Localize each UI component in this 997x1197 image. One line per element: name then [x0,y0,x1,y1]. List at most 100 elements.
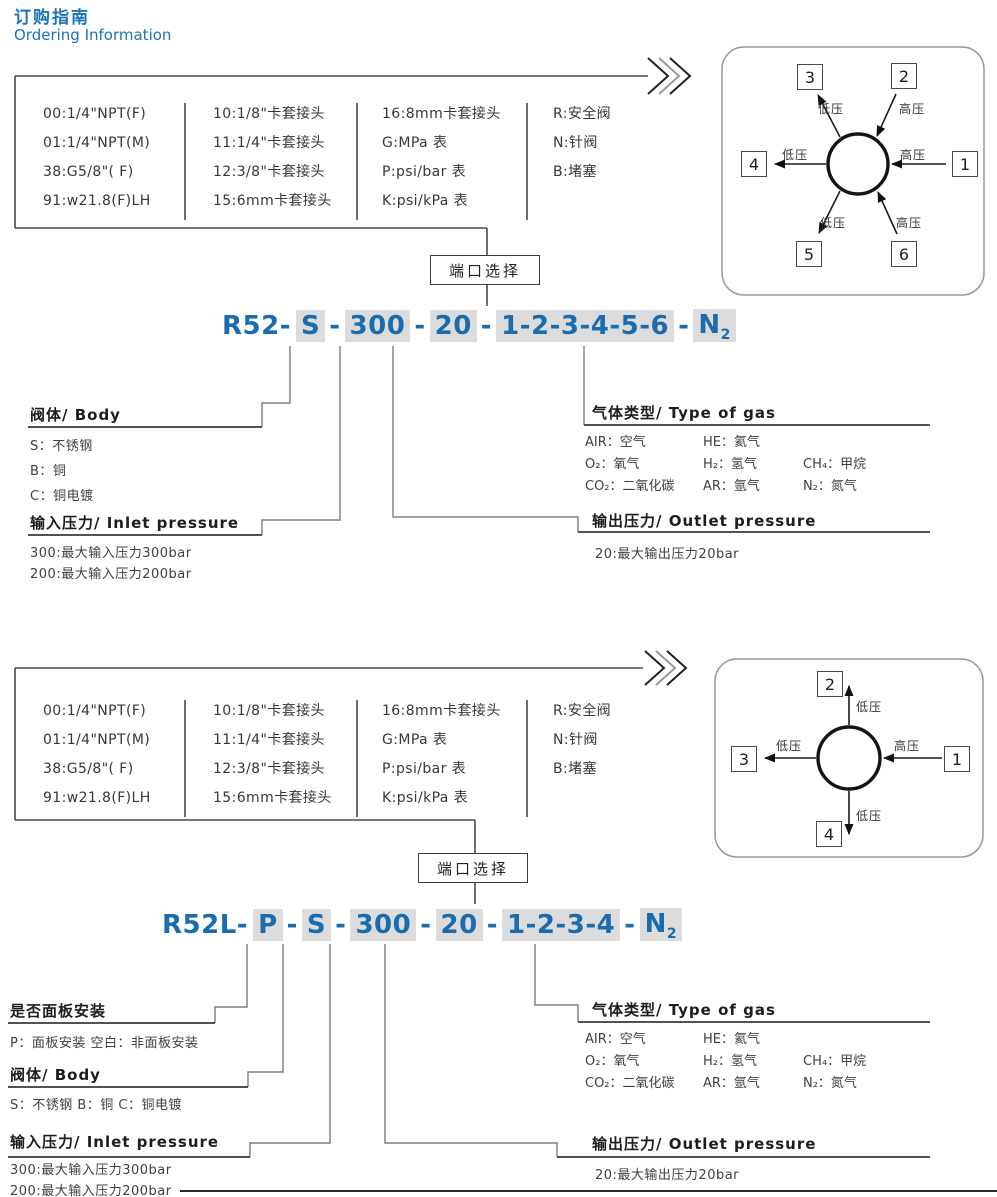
port-number: 1 [951,749,963,769]
body-section-title: 阀体/ Body [10,1066,101,1084]
high-pressure-label: 高压 [894,739,921,753]
panel-section-title: 是否面板安装 [10,1002,107,1020]
list-item: 300:最大输入压力300bar [30,546,192,561]
table-cell: B:堵塞 [553,164,597,180]
list-item: S：不锈钢 [30,439,93,454]
model-body-code: S [296,310,326,343]
port-number: 6 [898,244,910,264]
table-cell: 16:8mm卡套接头 [382,106,501,122]
port-select-box: 端口选择 [418,853,528,883]
inlet-section-title: 输入压力/ Inlet pressure [30,514,240,532]
port-diagram-4 [714,658,984,858]
gas-row: AIR：空气 HE：氦气 [585,432,866,454]
model-dash: - [420,910,432,941]
table-cell: K:psi/kPa 表 [382,193,469,209]
port-number: 2 [898,66,910,86]
gas-item: HE：氦气 [703,435,760,450]
model-ports-code: 1-2-3-4-5-6 [496,310,675,343]
high-pressure-label: 高压 [899,102,926,116]
gas-row: AIR：空气 HE：氦气 [585,1029,866,1051]
table-cell: K:psi/kPa 表 [382,790,469,806]
port-table1-col2: 10:1/8"卡套接头 11:1/4"卡套接头 12:3/8"卡套接头 15:6… [213,100,332,216]
port-number: 1 [959,154,971,174]
model-dash: - [286,910,298,941]
gas-item: H₂：氢气 [703,457,757,472]
model-outlet-code: 20 [429,310,477,343]
table-frame-2 [14,667,643,904]
body-section-title: 阀体/ Body [30,406,121,424]
gas-section-title: 气体类型/ Type of gas [592,404,776,422]
label-underlines-2 [8,1021,930,1158]
label-underlines-1 [28,424,930,536]
model-ports-code: 1-2-3-4 [502,909,621,942]
table-frame-1 [14,75,648,306]
segment-connectors-1 [261,346,585,535]
port-table2-col3: 16:8mm卡套接头 G:MPa 表 P:psi/bar 表 K:psi/kPa… [382,697,501,813]
model-dash: - [480,311,493,342]
gas-section-title: 气体类型/ Type of gas [592,1001,776,1019]
port-select-label: 端口选择 [436,859,509,878]
outlet-section-title: 输出压力/ Outlet pressure [592,1135,817,1153]
table-cell: 11:1/4"卡套接头 [213,732,325,748]
inlet-options-list: 300:最大输入压力300bar 200:最大输入压力200bar [30,543,192,585]
chevron-arrow-icon [644,650,688,686]
gas-subscript: 2 [720,327,731,344]
gas-symbol: N [698,310,721,340]
segment-connectors-2 [214,944,579,1157]
table-cell: 12:3/8"卡套接头 [213,761,325,777]
table-cell: N:针阀 [553,135,598,151]
inlet-options-list: 300:最大输入压力300bar 200:最大输入压力200bar [10,1160,172,1197]
port-diagram-6 [721,46,985,296]
port-table1-col3: 16:8mm卡套接头 G:MPa 表 P:psi/bar 表 K:psi/kPa… [382,100,501,216]
table-cell: R:安全阀 [553,106,612,122]
port-table1-col4: R:安全阀 N:针阀 B:堵塞 [553,100,611,187]
model-number-1: R52- S - 300 - 20 - 1-2-3-4-5-6 - N2 [222,309,736,344]
low-pressure-label: 低压 [856,809,883,823]
table-cell: 00:1/4"NPT(F) [43,106,147,122]
gas-item: CH₄：甲烷 [803,1054,867,1069]
port-number: 5 [803,244,815,264]
table-cell: 01:1/4"NPT(M) [43,135,151,151]
gas-item: AR：氩气 [703,1076,760,1091]
model-number-2: R52L- P - S - 300 - 20 - 1-2-3-4 - N2 [162,908,683,943]
low-pressure-label: 低压 [782,148,809,162]
port-number: 3 [804,67,816,87]
port-number-box: 1 [952,151,978,177]
table-cell: 10:1/8"卡套接头 [213,703,325,719]
port-select-box: 端口选择 [430,255,540,285]
model-gas-code: N2 [693,309,736,344]
table-cell: 38:G5/8"( F) [43,761,134,777]
port-select-label: 端口选择 [448,261,521,280]
port-number-box: 4 [816,821,842,847]
table-cell: 15:6mm卡套接头 [213,193,332,209]
model-prefix: R52L- [162,910,249,941]
gas-item: CO₂：二氧化碳 [585,1076,675,1091]
high-pressure-label: 高压 [900,148,927,162]
gas-item: HE：氦气 [703,1032,760,1047]
table-cell: P:psi/bar 表 [382,761,467,777]
outlet-option: 20:最大输出压力20bar [595,547,740,562]
gas-item: AIR：空气 [585,435,646,450]
low-pressure-label: 低压 [856,700,883,714]
page-subtitle: Ordering Information [14,26,172,44]
port-number-box: 5 [796,241,822,267]
port-number: 2 [824,674,836,694]
list-item: 200:最大输入压力200bar [30,567,192,582]
table-cell: G:MPa 表 [382,732,448,748]
high-pressure-label: 高压 [896,216,923,230]
gas-subscript: 2 [666,926,678,943]
model-body-code: S [301,909,332,942]
model-gas-code: N2 [639,908,683,943]
gas-symbol: N [644,909,667,939]
gas-row: O₂：氧气 H₂：氢气 CH₄：甲烷 [585,1051,866,1073]
table-cell: N:针阀 [553,732,598,748]
gas-type-list: AIR：空气 HE：氦气 O₂：氧气 H₂：氢气 CH₄：甲烷 CO₂：二氧化碳… [585,432,866,498]
table-cell: 91:w21.8(F)LH [43,790,151,806]
gas-item: AIR：空气 [585,1032,646,1047]
port-table2-col4: R:安全阀 N:针阀 B:堵塞 [553,697,611,784]
port-number-box: 2 [817,671,843,697]
port-number-box: 2 [891,63,917,89]
outlet-option: 20:最大输出压力20bar [595,1168,740,1183]
list-item: 200:最大输入压力200bar [10,1184,172,1197]
